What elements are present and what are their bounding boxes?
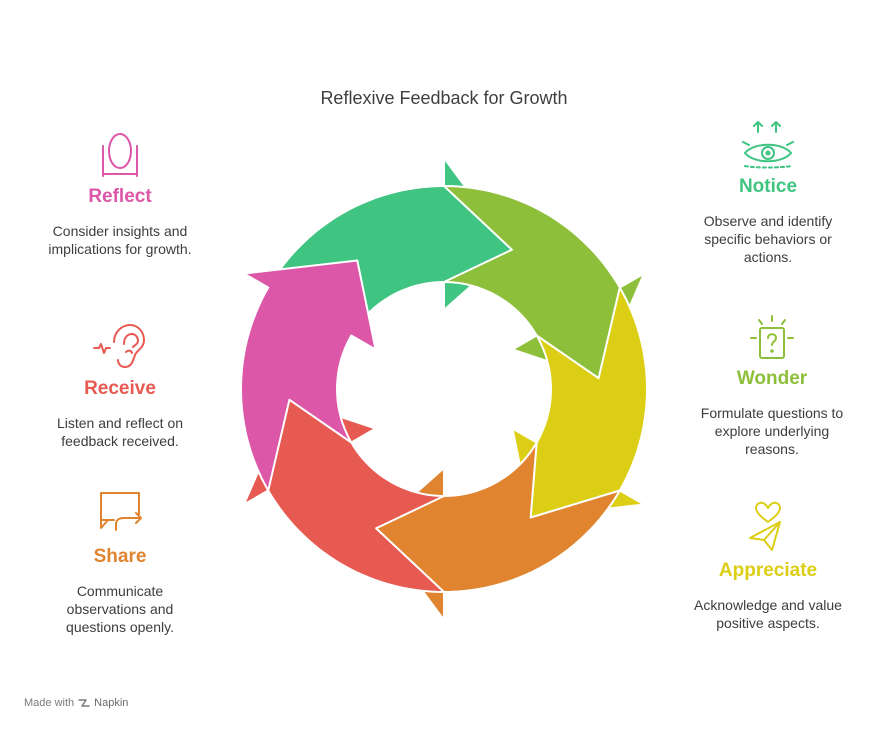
cycle-arrow-notice [267, 157, 513, 337]
step-description: Acknowledge and value positive aspects. [694, 597, 842, 631]
cycle-arrow-wonder [443, 185, 646, 380]
step-share: Share Communicate observations and quest… [30, 490, 210, 636]
step-description: Formulate questions to explore underlyin… [700, 405, 844, 457]
cycle-arrow-share [375, 441, 621, 621]
napkin-logo-icon [78, 699, 90, 707]
speech-bubble-icon [100, 492, 142, 531]
question-icon [750, 315, 794, 359]
watermark: Made with Napkin [24, 697, 128, 709]
step-label: Reflect [88, 186, 152, 207]
step-notice: Notice Observe and identify specific beh… [678, 118, 858, 266]
ear-icon [93, 324, 145, 368]
step-label: Appreciate [718, 560, 818, 581]
step-label: Wonder [736, 368, 808, 389]
diagram-title: Reflexive Feedback for Growth [320, 88, 568, 108]
eye-icon [742, 121, 794, 169]
mirror-icon [102, 133, 138, 177]
cycle-arrow-reflect [240, 259, 377, 492]
step-reflect: Reflect Consider insights and implicatio… [30, 130, 210, 258]
step-label: Notice [738, 176, 798, 197]
step-appreciate: Appreciate Acknowledge and value positiv… [678, 500, 858, 632]
step-receive: Receive Listen and reflect on feedback r… [30, 322, 210, 450]
cycle-arrow-receive [242, 398, 445, 593]
cycle-arrow-appreciate [511, 286, 648, 519]
watermark-prefix: Made with [24, 697, 75, 709]
step-description: Listen and reflect on feedback received. [56, 415, 184, 449]
step-label: Receive [84, 378, 156, 399]
step-description: Consider insights and implications for g… [48, 223, 192, 257]
step-label: Share [93, 546, 147, 567]
step-description: Communicate observations and questions o… [66, 583, 174, 635]
step-wonder: Wonder Formulate questions to explore un… [682, 314, 862, 458]
watermark-brand: Napkin [94, 697, 129, 709]
step-description: Observe and identify specific behaviors … [703, 213, 833, 265]
heart-hand-icon [749, 501, 781, 551]
